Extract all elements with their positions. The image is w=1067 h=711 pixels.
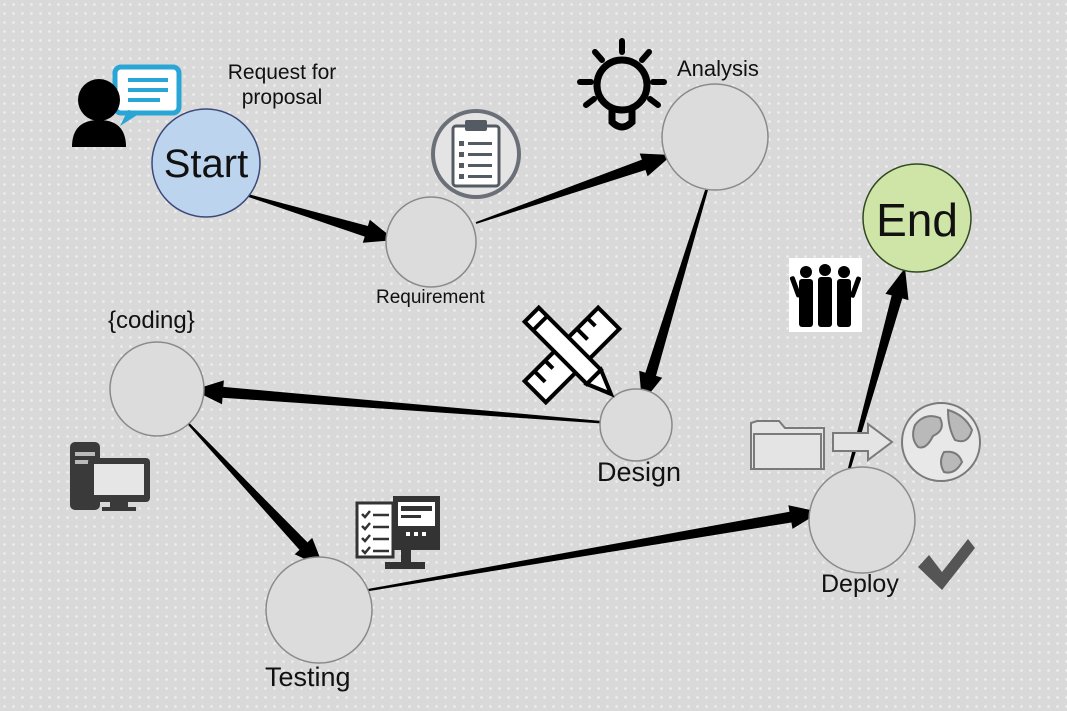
team-icon <box>789 258 862 332</box>
arrow-deploy-to-end <box>844 268 909 485</box>
arrow-coding-to-testing <box>185 420 324 568</box>
edges <box>185 153 909 593</box>
node-start <box>151 108 261 218</box>
node-testing-label: Testing <box>265 662 351 692</box>
node-coding <box>109 341 205 437</box>
pencil-ruler-icon <box>521 304 623 406</box>
node-end-text: End <box>876 194 958 246</box>
transfer-arrow-icon <box>832 422 894 462</box>
person-chat-icon <box>72 64 182 147</box>
folder-icon <box>750 420 825 470</box>
globe-icon <box>901 402 981 482</box>
node-coding-label: {coding} <box>108 307 195 334</box>
node-deploy <box>808 466 916 574</box>
request-for-proposal-label: Request for proposal <box>227 61 337 109</box>
arrow-start-to-requirement <box>239 192 395 243</box>
node-start-text: Start <box>164 142 248 186</box>
node-analysis <box>661 83 769 191</box>
lightbulb-icon <box>577 38 667 131</box>
node-design-label: Design <box>597 457 682 487</box>
arrow-design-to-coding <box>193 380 625 425</box>
clipboard-icon <box>431 109 521 199</box>
node-analysis-label: Analysis <box>677 56 759 81</box>
node-design <box>599 388 673 462</box>
node-deploy-label: Deploy <box>821 570 899 598</box>
arrow-analysis-to-design <box>639 171 713 403</box>
node-requirement <box>385 196 477 288</box>
node-end <box>862 163 972 273</box>
arrow-testing-to-deploy <box>356 505 820 593</box>
computer-icon <box>70 442 150 511</box>
checkmark-icon <box>918 539 975 590</box>
checklist-monitor-icon <box>355 496 440 569</box>
node-testing <box>265 556 373 664</box>
arrow-requirement-to-analysis <box>475 153 672 224</box>
node-requirement-label: Requirement <box>376 287 485 308</box>
